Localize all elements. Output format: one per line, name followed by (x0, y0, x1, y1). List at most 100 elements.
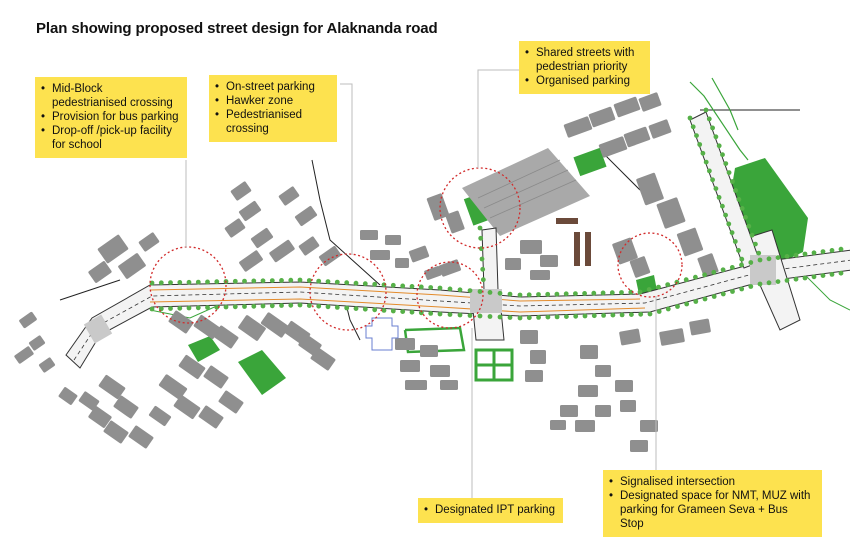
tree (353, 306, 359, 311)
tree (372, 281, 378, 287)
building-block (445, 210, 465, 234)
tree (811, 274, 817, 280)
building-block (438, 259, 462, 277)
tree (497, 314, 503, 320)
tree (683, 277, 689, 283)
tree (409, 309, 415, 315)
tree (195, 305, 201, 311)
tree (487, 290, 493, 295)
street-trees (149, 107, 844, 321)
building-block (203, 365, 229, 389)
tree (269, 278, 275, 283)
building-block (395, 258, 409, 268)
tree (702, 272, 707, 278)
building-block (563, 116, 593, 138)
building-block (440, 380, 458, 390)
tree (739, 256, 745, 262)
tree (720, 291, 726, 297)
building-block (148, 405, 172, 427)
building-block (269, 239, 295, 263)
tree (775, 279, 781, 284)
tree (517, 315, 523, 321)
focus-circle-onstreet (309, 253, 387, 331)
tree (390, 282, 396, 288)
building-block (260, 312, 290, 338)
tree (730, 289, 735, 294)
building-block (530, 270, 550, 280)
building-block (198, 405, 224, 429)
building-block (173, 394, 201, 420)
tree (563, 291, 569, 297)
building-block (426, 193, 450, 221)
building-block (385, 235, 401, 245)
tree (729, 265, 735, 270)
tree (693, 299, 699, 304)
tree (168, 306, 173, 311)
buildings (14, 92, 719, 452)
tree (757, 281, 763, 287)
focus-circle-shared (439, 167, 521, 249)
tree (526, 292, 532, 298)
building-block (78, 391, 100, 411)
school-outline (365, 317, 399, 351)
tree (716, 195, 722, 200)
callout-item: Mid-Block pedestrianised crossing (41, 82, 179, 110)
tree (158, 280, 164, 286)
building-block (88, 406, 112, 428)
tree (619, 312, 625, 318)
tree (706, 116, 712, 122)
page-title: Plan showing proposed street design for … (36, 20, 438, 37)
tree (214, 304, 220, 310)
tree (743, 214, 748, 220)
building-block (613, 96, 641, 118)
tree (325, 279, 331, 284)
tree (306, 303, 312, 308)
tree (487, 314, 493, 319)
tree (573, 313, 579, 319)
tree (418, 310, 424, 316)
building-block (595, 365, 611, 377)
building-block (550, 420, 566, 430)
callout-item: Shared streets with pedestrian priority (525, 46, 642, 74)
tree (746, 223, 752, 229)
tree (675, 304, 680, 309)
tree (477, 289, 483, 294)
tree (726, 170, 732, 176)
building-block (648, 119, 672, 139)
tree (829, 248, 835, 253)
tree (418, 284, 424, 290)
tree (723, 212, 728, 218)
building-block (213, 325, 239, 349)
tree (479, 256, 485, 262)
building-block (638, 92, 662, 112)
tree (288, 302, 294, 308)
tree (766, 280, 772, 286)
tree (507, 291, 513, 297)
building-block (395, 338, 415, 350)
tree (564, 314, 569, 319)
building-block (58, 387, 78, 405)
tree (730, 179, 735, 184)
building-block (520, 240, 542, 254)
building-block (676, 227, 704, 257)
tree (748, 260, 754, 265)
tree (600, 290, 606, 296)
building-block (19, 311, 37, 329)
tree (628, 289, 634, 295)
tree (232, 304, 238, 310)
building-block (14, 346, 34, 364)
tree (195, 279, 201, 285)
tree (334, 279, 340, 285)
alaknanda-road (65, 111, 850, 369)
tree (251, 278, 257, 284)
tree (690, 124, 696, 130)
tree (536, 315, 541, 320)
tree (477, 225, 483, 231)
tree (545, 291, 551, 297)
tree (478, 235, 484, 241)
callout-item: Hawker zone (215, 94, 329, 108)
building-block (113, 395, 139, 419)
tree (713, 134, 719, 140)
tree (656, 284, 661, 290)
building-block (520, 330, 538, 344)
